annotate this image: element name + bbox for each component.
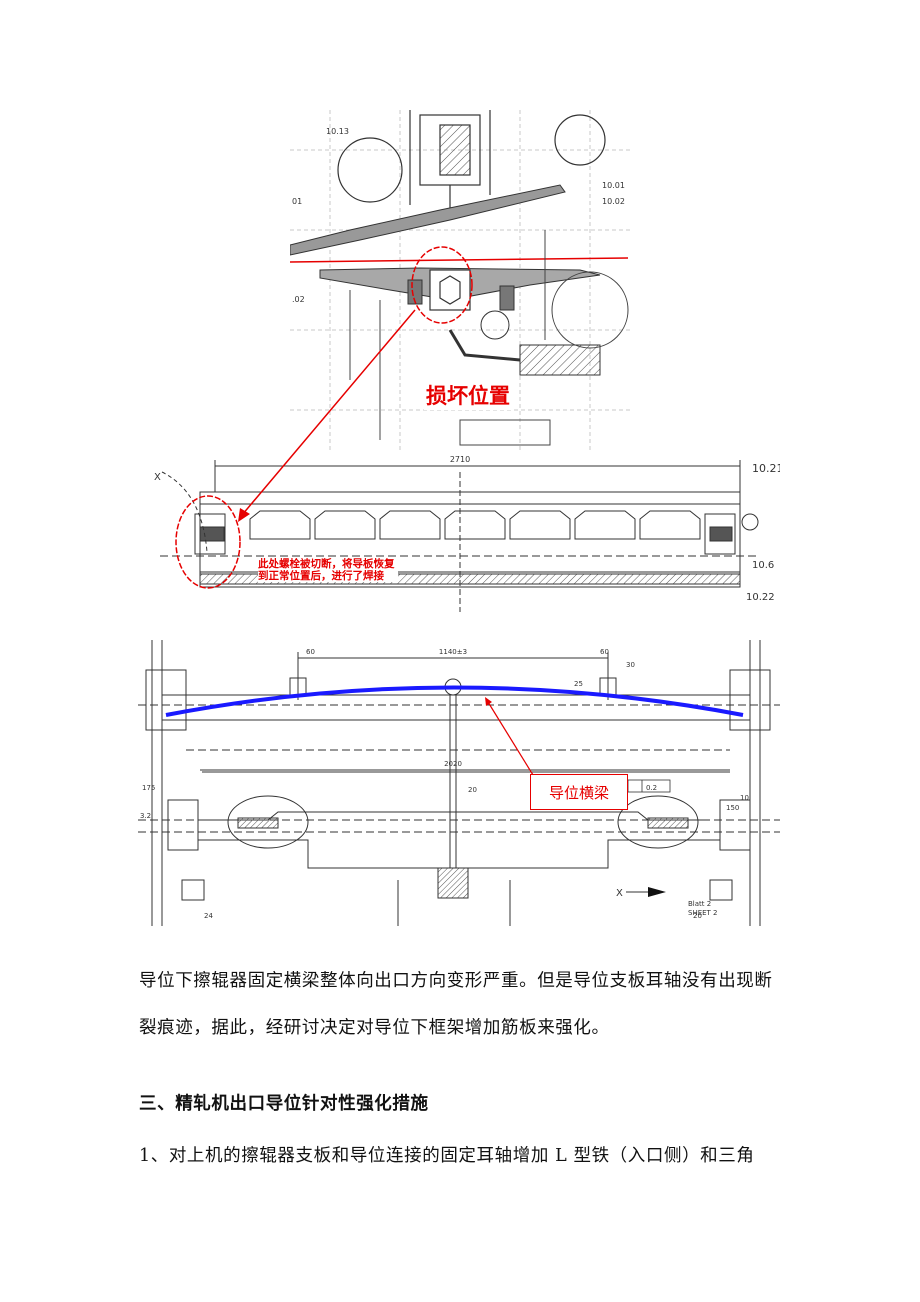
dim-label-20-bottom: 20: [693, 912, 702, 920]
sheet-label-1: Blatt 2: [688, 900, 711, 908]
ref-label-10-21: 10.21: [752, 462, 780, 475]
dim-label-175: 175: [142, 784, 155, 792]
dim-label-2020: 2020: [444, 760, 462, 768]
ref-label-10-22: 10.22: [746, 592, 775, 603]
ref-label-10-6: 10.6: [752, 560, 774, 571]
dim-label-24: 24: [204, 912, 213, 920]
x-marker-bottom: X: [616, 888, 623, 899]
bolt-cut-note: 此处螺栓被切断，将导板恢复到正常位置后，进行了焊接: [258, 558, 398, 582]
section-heading-3: 三、精轧机出口导位针对性强化措施: [139, 1094, 429, 1114]
pointer-arrow-1: [238, 309, 416, 522]
ref-label-10-02: 10.02: [602, 197, 625, 206]
dim-label-60-right: 60: [600, 648, 609, 656]
figure-guide-beam-drawing: 60 1140±3 60 30 25 2020 20 175 3.2 10 15…: [138, 640, 780, 926]
sheet-label-2: SHEET 2: [688, 909, 718, 917]
dim-label-3-2: 3.2: [140, 812, 151, 820]
guide-beam-callout: 导位横梁: [530, 774, 628, 810]
dim-label-30: 30: [626, 661, 635, 669]
ref-label-01: 01: [292, 197, 302, 206]
dim-label-1140: 1140±3: [439, 648, 467, 656]
x-marker-label: X: [154, 472, 161, 483]
ref-label-10-13: 10.13: [326, 127, 349, 136]
dim-label-25: 25: [574, 680, 583, 688]
dim-label-10: 10: [740, 794, 749, 802]
dim-label-20: 20: [468, 786, 477, 794]
body-paragraph-2: 1、对上机的擦辊器支板和导位连接的固定耳轴增加 L 型铁（入口侧）和三角: [139, 1146, 755, 1166]
figure-guide-frame-plan: 2710 10.21 10.6 10.22 X: [140, 452, 780, 612]
tolerance-value: 0.2: [646, 784, 657, 792]
ref-label-10-01: 10.01: [602, 181, 625, 190]
dim-label-150: 150: [726, 804, 739, 812]
damage-location-label: 损坏位置: [424, 380, 512, 410]
body-paragraph-1: 导位下擦辊器固定横梁整体向出口方向变形严重。但是导位支板耳轴没有出现断裂痕迹，据…: [139, 971, 773, 1038]
ref-label-02: .02: [292, 295, 305, 304]
dimension-top-label: 2710: [450, 455, 470, 464]
dim-label-60-left: 60: [306, 648, 315, 656]
